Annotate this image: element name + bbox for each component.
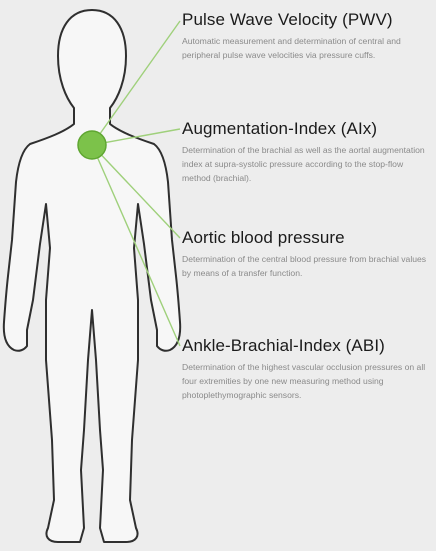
feature-aix: Augmentation-Index (AIx) Determination o… xyxy=(182,119,436,185)
green-dot-icon xyxy=(78,131,106,159)
feature-description: Determination of the brachial as well as… xyxy=(182,143,432,185)
feature-abi: Ankle-Brachial-Index (ABI) Determination… xyxy=(182,336,436,402)
feature-aortic-blood-pressure: Aortic blood pressure Determination of t… xyxy=(182,228,436,280)
feature-title: Aortic blood pressure xyxy=(182,228,436,248)
feature-description: Automatic measurement and determination … xyxy=(182,34,432,62)
feature-description: Determination of the central blood press… xyxy=(182,252,432,280)
feature-title: Ankle-Brachial-Index (ABI) xyxy=(182,336,436,356)
feature-title: Augmentation-Index (AIx) xyxy=(182,119,436,139)
feature-description: Determination of the highest vascular oc… xyxy=(182,360,432,402)
human-body-outline-icon xyxy=(4,10,180,542)
feature-title: Pulse Wave Velocity (PWV) xyxy=(182,10,436,30)
feature-pwv: Pulse Wave Velocity (PWV) Automatic meas… xyxy=(182,10,436,62)
